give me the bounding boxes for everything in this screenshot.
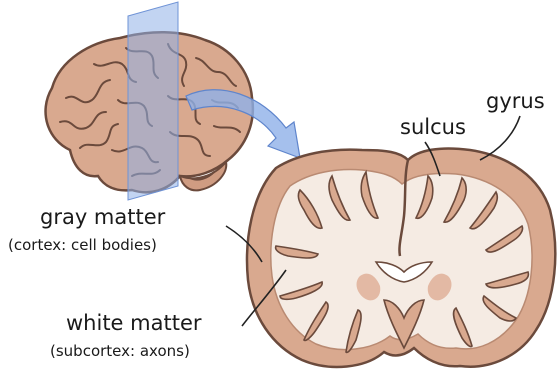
gray-matter-note: (cortex: cell bodies) bbox=[8, 236, 157, 254]
sulcus-label: sulcus bbox=[400, 115, 466, 139]
gyrus-label: gyrus bbox=[486, 89, 545, 113]
coronal-cut-plane-icon bbox=[128, 2, 178, 200]
brain-cross-section-icon bbox=[247, 148, 555, 367]
gray-matter-label: gray matter bbox=[40, 205, 166, 229]
white-matter-label: white matter bbox=[66, 311, 202, 335]
white-matter-note: (subcortex: axons) bbox=[50, 342, 190, 360]
